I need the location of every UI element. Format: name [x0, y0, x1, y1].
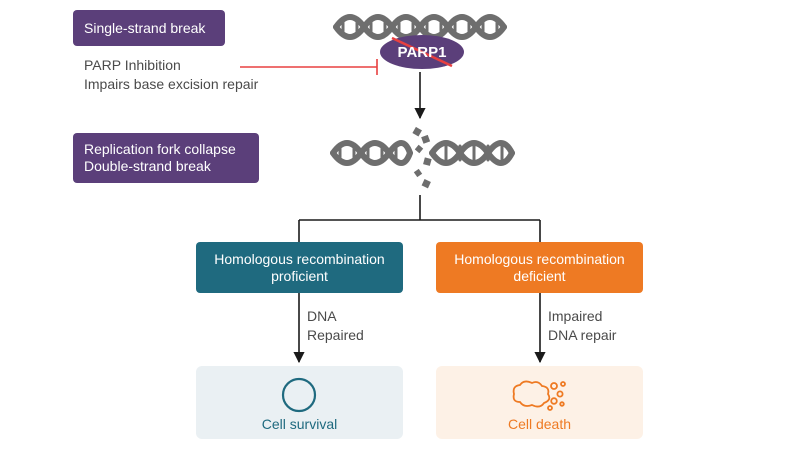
hr-deficient-line1: Homologous recombination	[454, 250, 625, 267]
cell-death-label: Cell death	[507, 416, 572, 432]
parp-inhibition-line1: PARP Inhibition	[84, 57, 181, 73]
single-strand-break-label: Single-strand break	[73, 10, 225, 46]
hr-deficient-box: Homologous recombination deficient	[436, 242, 643, 293]
hr-proficient-line1: Homologous recombination	[214, 250, 385, 267]
dna-repaired-line2: Repaired	[307, 327, 364, 343]
branch-connector	[298, 195, 541, 242]
impaired-repair-note: Impaired DNA repair	[548, 307, 616, 345]
cell-survival-panel: Cell survival	[196, 366, 403, 439]
broken-fragments-icon	[412, 126, 432, 189]
hr-deficient-line2: deficient	[513, 267, 566, 284]
fork-collapse-line1: Replication fork collapse	[84, 141, 236, 157]
impaired-repair-line2: DNA repair	[548, 327, 617, 343]
hr-proficient-line2: proficient	[271, 267, 328, 284]
parp1-label: PARP1	[397, 43, 447, 61]
hr-proficient-box: Homologous recombination proficient	[196, 242, 403, 293]
parp-inhibition-line2: Impairs base excision repair	[84, 76, 259, 92]
parp1-enzyme-icon	[380, 35, 464, 69]
broken-dna-icon	[330, 140, 515, 166]
dna-helix-icon	[333, 14, 507, 40]
cell-death-panel: Cell death	[436, 366, 643, 439]
fragmented-cell-icon	[512, 380, 566, 411]
cell-survival-label: Cell survival	[261, 416, 338, 432]
dna-repaired-note: DNA Repaired	[307, 307, 364, 345]
single-strand-break-text: Single-strand break	[84, 19, 206, 36]
fork-collapse-label: Replication fork collapse Double-strand …	[73, 133, 259, 183]
parp-inhibition-note: PARP Inhibition Impairs base excision re…	[84, 56, 258, 94]
intact-cell-icon	[281, 377, 317, 413]
impaired-repair-line1: Impaired	[548, 308, 603, 324]
dna-repaired-line1: DNA	[307, 308, 337, 324]
inhibition-connector	[240, 59, 378, 75]
fork-collapse-line2: Double-strand break	[84, 158, 211, 174]
